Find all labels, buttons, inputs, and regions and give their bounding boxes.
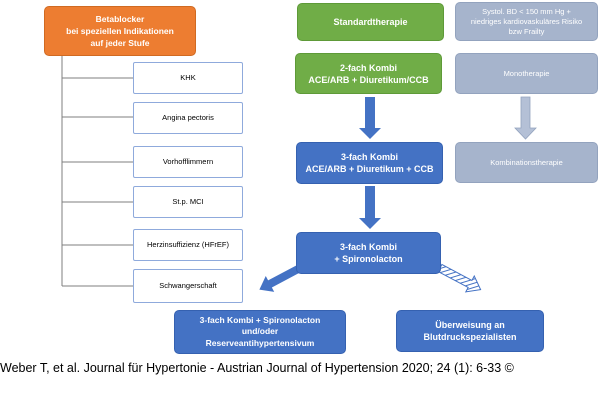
- indication-label: Schwangerschaft: [159, 281, 217, 290]
- betablocker-line-1: Betablocker: [95, 14, 145, 24]
- alt-criteria-line-3: bzw Frailty: [508, 26, 545, 36]
- step2-box: 2-fach Kombi ACE/ARB + Diuretikum/CCB: [295, 53, 442, 94]
- indication-khk: KHK: [133, 62, 243, 94]
- source-caption: Weber T, et al. Journal für Hypertonie -…: [0, 361, 514, 375]
- step5a-line-3: Reserveantihypertensivum: [205, 337, 315, 348]
- step3-line-2: ACE/ARB + Diuretikum + CCB: [305, 164, 434, 174]
- indication-label: KHK: [180, 73, 196, 82]
- step5a-line-2: und/oder: [241, 326, 279, 337]
- alt-criteria-line-1: Systol. BD < 150 mm Hg +: [482, 6, 571, 16]
- arrow-step4-step5a: [259, 264, 302, 292]
- indication-mci: St.p. MCI: [133, 186, 243, 218]
- monotherapy-label: Monotherapie: [503, 68, 550, 78]
- standard-therapy-label: Standardtherapie: [333, 17, 408, 27]
- indication-hfref: Herzinsuffizienz (HFrEF): [133, 229, 243, 261]
- monotherapy-box: Monotherapie: [455, 53, 598, 94]
- step3-line-1: 3-fach Kombi: [340, 152, 398, 162]
- standard-therapy-box: Standardtherapie: [297, 3, 444, 41]
- indication-label: Vorhofflimmern: [162, 157, 214, 166]
- connector-layer: [61, 56, 537, 293]
- step4-line-1: 3-fach Kombi: [339, 242, 397, 252]
- betablocker-line-3: auf jeder Stufe: [90, 38, 150, 48]
- indication-bracket: [61, 56, 133, 287]
- indication-angina: Angina pectoris: [133, 102, 243, 134]
- arrow-step3-step4: [359, 186, 381, 229]
- step2-line-2: ACE/ARB + Diuretikum/CCB: [308, 74, 429, 85]
- combination-therapy-label: Kombinationstherapie: [490, 157, 563, 167]
- step3-box: 3-fach Kombi ACE/ARB + Diuretikum + CCB: [296, 142, 443, 184]
- step5b-line-2: Blutdruckspezialisten: [423, 332, 517, 342]
- step4-box: 3-fach Kombi + Spironolacton: [296, 232, 441, 274]
- indication-label: Angina pectoris: [162, 113, 214, 122]
- arrow-step2-step3: [359, 97, 381, 139]
- combination-therapy-box: Kombinationstherapie: [455, 142, 598, 183]
- step5b-box: Überweisung an Blutdruckspezialisten: [396, 310, 544, 352]
- alt-criteria-line-2: niedriges kardiovaskuläres Risiko: [470, 16, 583, 26]
- arrow-mono-combo: [514, 96, 537, 140]
- alt-criteria-box: Systol. BD < 150 mm Hg + niedriges kardi…: [455, 2, 598, 41]
- step5b-line-1: Überweisung an: [435, 320, 505, 330]
- indication-label: St.p. MCI: [172, 197, 204, 206]
- indication-schwangerschaft: Schwangerschaft: [133, 269, 243, 303]
- step2-line-1: 2-fach Kombi: [339, 62, 397, 73]
- step5a-line-1: 3-fach Kombi + Spironolacton: [199, 314, 321, 325]
- indication-label: Herzinsuffizienz (HFrEF): [147, 240, 229, 249]
- indication-vorhofflimmern: Vorhofflimmern: [133, 146, 243, 178]
- arrow-step4-step5b: [437, 263, 482, 293]
- betablocker-box: Betablocker bei speziellen Indikationen …: [44, 6, 196, 56]
- step4-line-2: + Spironolacton: [334, 254, 403, 264]
- betablocker-line-2: bei speziellen Indikationen: [66, 26, 174, 36]
- step5a-box: 3-fach Kombi + Spironolacton und/oder Re…: [174, 310, 346, 354]
